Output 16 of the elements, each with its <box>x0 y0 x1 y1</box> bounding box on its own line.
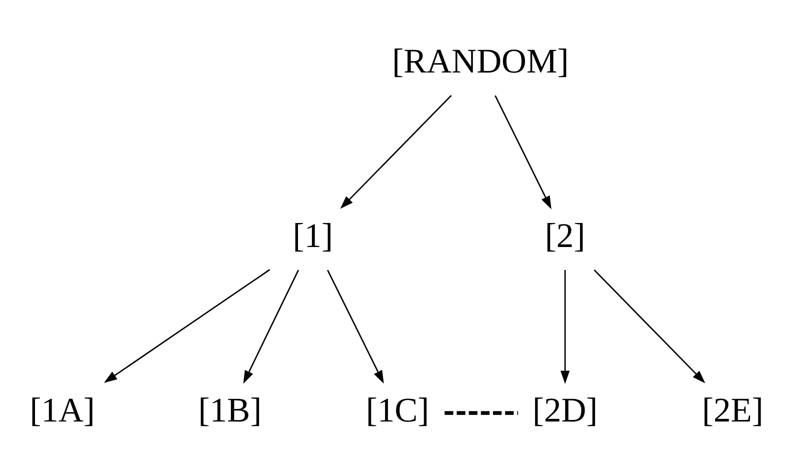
arrow <box>560 270 570 384</box>
arrow <box>104 268 270 382</box>
node-text: [1] <box>292 216 333 255</box>
node-text: [2] <box>544 216 586 255</box>
arrow <box>326 269 384 384</box>
arrow <box>243 269 300 384</box>
node-text: [2D] <box>532 391 598 430</box>
node-text: [1B] <box>198 391 262 430</box>
arrow <box>594 269 706 383</box>
node-text: [2E] <box>702 391 764 430</box>
arrow <box>494 94 552 209</box>
node-text: [1A] <box>30 391 95 430</box>
connector <box>444 410 518 414</box>
node-text: [RANDOM] <box>392 42 569 80</box>
arrow <box>340 94 452 208</box>
node-text: [1C] <box>366 391 430 430</box>
